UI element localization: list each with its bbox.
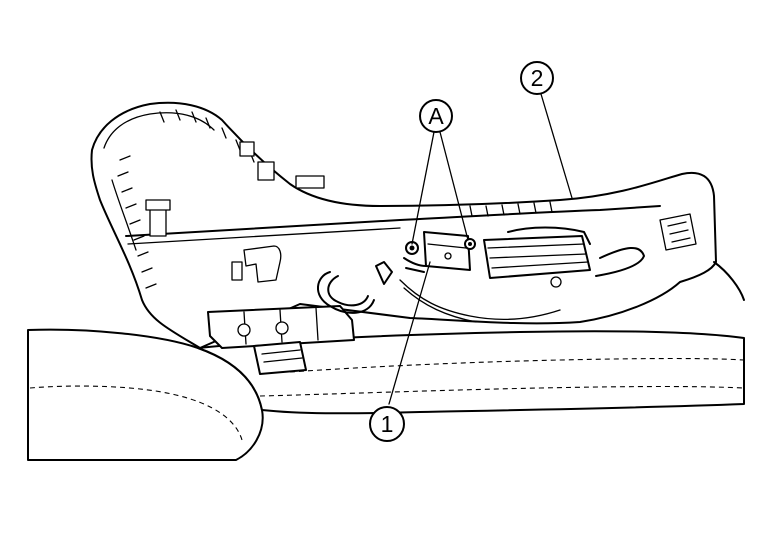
callout-2: 2 xyxy=(520,61,554,95)
console-trim-finisher xyxy=(90,101,745,349)
harness-connector-block xyxy=(207,305,355,375)
seat-cushion-rear xyxy=(197,330,745,415)
callout-1: 1 xyxy=(369,406,405,442)
callout-a: A xyxy=(419,99,453,133)
cable-harness xyxy=(317,247,645,323)
switch-component xyxy=(403,231,471,273)
control-module xyxy=(483,226,591,288)
panel-bracket xyxy=(231,245,282,283)
leader-lines xyxy=(388,93,573,405)
screw-right xyxy=(464,238,476,250)
svg-text:2: 2 xyxy=(531,65,544,91)
svg-text:1: 1 xyxy=(381,411,394,437)
svg-text:A: A xyxy=(428,103,444,129)
clip-post xyxy=(145,199,171,237)
